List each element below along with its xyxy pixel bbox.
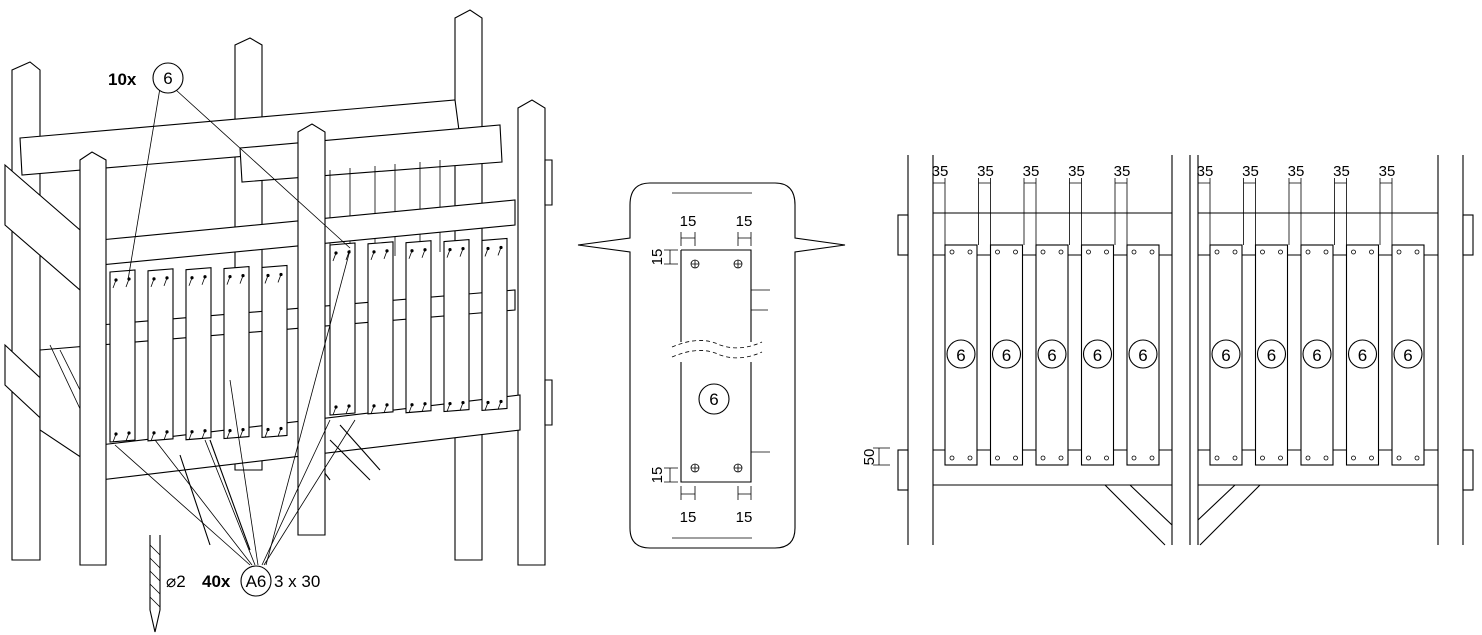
slat-left-5-screws bbox=[264, 272, 283, 438]
slat-right-4 bbox=[443, 238, 470, 413]
fv-spacing-label-right-5: 35 bbox=[1379, 163, 1396, 180]
slat-left-1-screws bbox=[112, 277, 131, 443]
slat-left-3 bbox=[185, 267, 212, 441]
front-view-spacing-dimensions: 35 35 35 35 35 35 35 35 35 35 bbox=[932, 163, 1396, 245]
fv-board-label-left-3: 6 bbox=[1047, 346, 1056, 365]
slat-right-1-screws bbox=[332, 250, 351, 416]
fv-board-left-2: 6 bbox=[989, 244, 1024, 466]
fv-board-left-5: 6 bbox=[1126, 244, 1160, 466]
fv-board-label-right-5: 6 bbox=[1403, 346, 1412, 365]
fv-spacing-label-left-4: 35 bbox=[1068, 163, 1085, 180]
fv-spacing-right-5: 35 bbox=[1379, 163, 1396, 245]
fv-spacing-label-right-4: 35 bbox=[1333, 163, 1350, 180]
fv-spacing-label-right-1: 35 bbox=[1197, 163, 1214, 180]
fv-spacing-label-left-3: 35 bbox=[1023, 163, 1040, 180]
dim-rail-height: 50 bbox=[861, 449, 878, 466]
fv-board-label-right-2: 6 bbox=[1267, 346, 1276, 365]
fv-board-right-2: 6 bbox=[1254, 244, 1289, 466]
dim-top-left: 15 bbox=[680, 213, 697, 230]
fv-board-label-right-3: 6 bbox=[1312, 346, 1321, 365]
bracket-right-top bbox=[544, 159, 553, 206]
fv-board-right-5: 6 bbox=[1391, 244, 1425, 466]
fv-board-left-1: 6 bbox=[944, 244, 978, 466]
slat-right-5 bbox=[481, 237, 508, 412]
fv-spacing-left-1: 35 bbox=[932, 163, 949, 245]
slat-right-1 bbox=[329, 242, 356, 416]
fv-board-right-4: 6 bbox=[1345, 244, 1380, 466]
fv-spacing-label-left-1: 35 bbox=[932, 163, 949, 180]
slat-left-4 bbox=[223, 265, 250, 440]
fv-board-right-3: 6 bbox=[1300, 244, 1334, 466]
isometric-assembly-view: 10x 6 ⌀2 40x A6 3 x 30 bbox=[4, 9, 553, 633]
post-front-center bbox=[297, 123, 326, 536]
dim-top-right: 15 bbox=[736, 213, 753, 230]
detail-board-top bbox=[680, 249, 752, 342]
boards-quantity: 10x bbox=[108, 70, 137, 89]
dim-left-top: 15 bbox=[649, 249, 666, 266]
slat-right-4-screws bbox=[446, 246, 465, 412]
slat-left-5 bbox=[261, 264, 288, 439]
slat-left-1 bbox=[109, 269, 136, 443]
slat-left-4-screws bbox=[226, 273, 245, 439]
slat-left-2 bbox=[147, 268, 174, 442]
fv-board-label-right-1: 6 bbox=[1221, 346, 1230, 365]
bracket-right-bottom bbox=[544, 379, 553, 426]
fv-board-label-left-2: 6 bbox=[1002, 346, 1011, 365]
fv-spacing-right-4: 35 bbox=[1333, 163, 1350, 245]
dim-bottom-right: 15 bbox=[736, 509, 753, 526]
fv-spacing-right-1: 35 bbox=[1197, 163, 1214, 245]
fv-board-left-4: 6 bbox=[1080, 244, 1115, 466]
board-part-circle bbox=[152, 62, 184, 94]
detail-part-circle bbox=[698, 383, 730, 415]
fv-board-left-3: 6 bbox=[1035, 244, 1069, 466]
detail-screw-holes bbox=[690, 259, 743, 473]
fv-spacing-left-4: 35 bbox=[1068, 163, 1085, 245]
fv-spacing-right-3: 35 bbox=[1288, 163, 1305, 245]
drill-diameter: ⌀2 bbox=[166, 572, 186, 591]
fv-spacing-label-right-2: 35 bbox=[1242, 163, 1259, 180]
dim-bottom-left: 15 bbox=[680, 509, 697, 526]
front-slats-right-group bbox=[329, 237, 508, 416]
fv-board-right-1: 6 bbox=[1209, 244, 1243, 466]
dim-left-bottom: 15 bbox=[649, 467, 666, 484]
detail-board-bottom bbox=[680, 362, 752, 483]
board-leader-lines bbox=[127, 87, 351, 281]
slat-right-2 bbox=[367, 241, 394, 415]
slat-left-3-screws bbox=[188, 275, 207, 440]
screw-leader-lines bbox=[114, 249, 356, 566]
front-slats-left-group bbox=[109, 264, 288, 443]
fv-board-label-right-4: 6 bbox=[1358, 346, 1367, 365]
post-front-left bbox=[79, 151, 107, 566]
fv-spacing-left-2: 35 bbox=[977, 163, 994, 245]
front-elevation-view: 6 6 6 6 6 6 6 6 6 6 35 35 35 35 35 35 35 35 35 35 50 bbox=[861, 155, 1474, 546]
fv-board-label-left-4: 6 bbox=[1093, 346, 1102, 365]
fv-spacing-label-right-3: 35 bbox=[1288, 163, 1305, 180]
drill-bit-icon bbox=[149, 535, 161, 633]
fv-board-label-left-5: 6 bbox=[1138, 346, 1147, 365]
screws-quantity: 40x bbox=[202, 572, 231, 591]
slat-left-2-screws bbox=[150, 276, 169, 442]
detail-part-number: 6 bbox=[709, 390, 718, 409]
screw-dimensions: 3 x 30 bbox=[274, 572, 320, 591]
fv-spacing-left-3: 35 bbox=[1023, 163, 1040, 245]
fv-spacing-left-5: 35 bbox=[1114, 163, 1131, 245]
slat-right-3 bbox=[405, 240, 432, 414]
fv-spacing-label-left-5: 35 bbox=[1114, 163, 1131, 180]
slat-right-2-screws bbox=[370, 249, 389, 415]
screw-part-number: A6 bbox=[246, 572, 267, 591]
slat-right-3-screws bbox=[408, 248, 427, 413]
board-detail-view: 15 15 15 15 15 15 6 bbox=[577, 182, 846, 549]
board-part-number: 6 bbox=[163, 69, 172, 88]
slat-right-5-screws bbox=[484, 245, 503, 411]
post-front-right bbox=[517, 99, 546, 566]
detail-bubble bbox=[577, 182, 846, 549]
fv-spacing-label-left-2: 35 bbox=[977, 163, 994, 180]
screw-part-circle bbox=[240, 565, 272, 597]
fv-spacing-right-2: 35 bbox=[1242, 163, 1259, 245]
fv-board-label-left-1: 6 bbox=[956, 346, 965, 365]
front-view-boards: 6 6 6 6 6 6 6 6 6 6 bbox=[944, 244, 1425, 466]
